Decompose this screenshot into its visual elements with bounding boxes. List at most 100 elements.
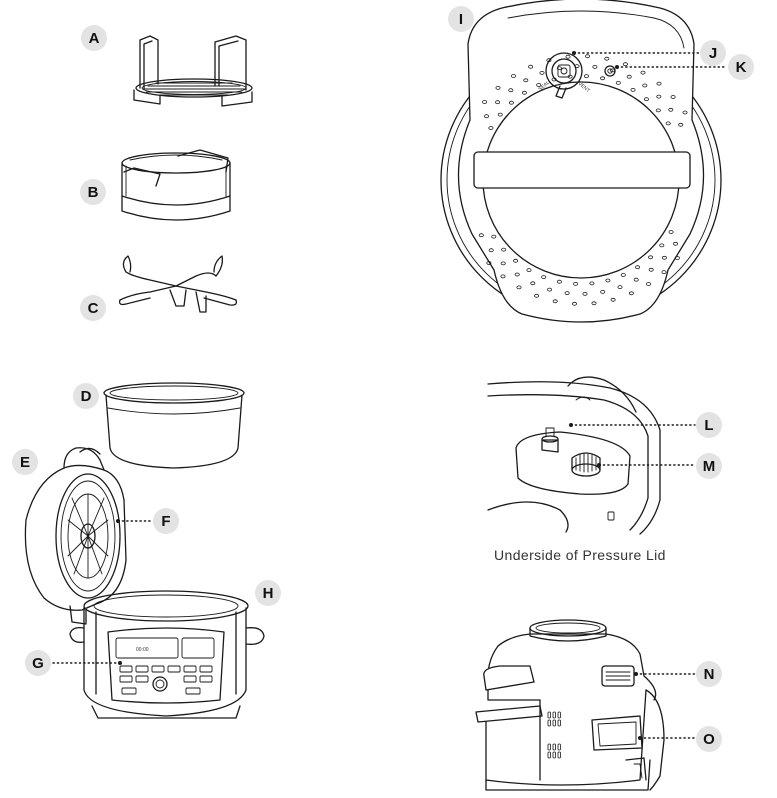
vent-hole (565, 54, 571, 59)
vent-hole (659, 243, 665, 248)
vent-hole (536, 83, 542, 87)
vent-hole (546, 58, 552, 63)
vent-hole (486, 261, 492, 265)
svg-text:D: D (81, 388, 92, 405)
side-vent-slots (547, 711, 561, 759)
vent-hole (673, 241, 679, 246)
vent-hole (514, 272, 520, 277)
vent-hole (620, 273, 626, 277)
vent-hole (678, 122, 684, 127)
vent-hole (682, 110, 688, 115)
vent-hole (488, 248, 494, 253)
vent-hole (622, 62, 628, 67)
callout-d: D (73, 383, 99, 409)
vent-hole (508, 100, 514, 105)
display-readout: 00:00 (136, 647, 149, 653)
vent-hole (604, 56, 610, 61)
cook-crisp-basket (121, 149, 231, 221)
svg-text:H: H (263, 585, 274, 602)
pressure-lid-caption: Underside of Pressure Lid (494, 547, 666, 563)
callout-l: L (696, 412, 722, 438)
vent-hole (610, 297, 616, 302)
vent-slot (552, 743, 556, 751)
svg-text:L: L (704, 417, 713, 434)
vent-hole (495, 86, 501, 90)
callout-h: H (255, 580, 281, 606)
vent-hole (564, 291, 570, 296)
svg-text:B: B (88, 184, 99, 201)
vent-hole (656, 81, 662, 86)
vent-hole (646, 282, 652, 286)
vent-hole (500, 274, 506, 279)
vent-hole (491, 234, 497, 239)
svg-text:K: K (736, 59, 747, 76)
vent-hole (539, 71, 545, 75)
vent-hole (508, 88, 514, 93)
vent-hole (600, 76, 606, 81)
vent-hole (523, 78, 529, 83)
vent-hole (656, 94, 662, 99)
vent-hole (541, 275, 547, 280)
foodi-open-lid: 00:00 (24, 447, 265, 719)
vent-hole (551, 77, 557, 82)
vent-hole (574, 64, 580, 68)
vent-hole (482, 100, 488, 104)
svg-text:I: I (459, 11, 463, 28)
vent-hole (635, 265, 641, 270)
svg-text:J: J (709, 45, 717, 62)
vent-hole (617, 285, 623, 290)
vent-hole (589, 281, 595, 286)
vent-hole (605, 278, 611, 283)
callout-o: O (696, 726, 722, 752)
vent-hole (495, 100, 501, 105)
callout-i: I (448, 6, 474, 32)
vent-hole (488, 126, 494, 130)
vent-hole (665, 121, 671, 126)
vent-hole (670, 95, 676, 99)
vent-hole (510, 74, 516, 78)
vent-slot (557, 743, 561, 751)
svg-text:E: E (20, 454, 30, 471)
svg-text:F: F (161, 513, 170, 530)
vent-hole (534, 293, 540, 298)
vent-hole (661, 270, 667, 275)
callout-a: A (81, 25, 107, 51)
vent-hole (501, 247, 507, 252)
callout-j: J (700, 40, 726, 66)
vent-hole (600, 289, 606, 294)
vent-hole (628, 291, 634, 296)
vent-hole (626, 74, 632, 79)
vent-hole (516, 285, 522, 290)
vent-hole (483, 114, 489, 119)
basket-stand (118, 255, 238, 313)
callout-c: C (80, 295, 106, 321)
lid-vent-holes (478, 54, 688, 306)
svg-text:N: N (704, 666, 715, 683)
vent-slot (552, 751, 556, 759)
foodi-side-view (475, 619, 665, 791)
vent-hole (668, 230, 674, 234)
vent-hole (582, 291, 588, 296)
callout-e: E (12, 449, 38, 475)
callout-f: F (153, 508, 179, 534)
vent-hole (583, 74, 589, 78)
vent-hole (573, 281, 579, 286)
vent-hole (585, 54, 591, 59)
vent-slot (547, 719, 551, 727)
vent-hole (478, 233, 484, 238)
vent-hole (643, 97, 649, 102)
pressure-lid-underside (487, 376, 661, 535)
vent-hole (547, 287, 553, 292)
vent-hole (640, 70, 646, 75)
vent-hole (591, 301, 597, 306)
callout-m: M (696, 453, 722, 479)
vent-hole (592, 65, 598, 69)
vent-hole (552, 299, 558, 304)
vent-hole (630, 88, 636, 92)
vent-hole (572, 301, 578, 306)
vent-slot (552, 719, 556, 727)
vent-hole (528, 64, 534, 69)
vent-hole (497, 112, 503, 117)
vent-hole (513, 258, 519, 263)
